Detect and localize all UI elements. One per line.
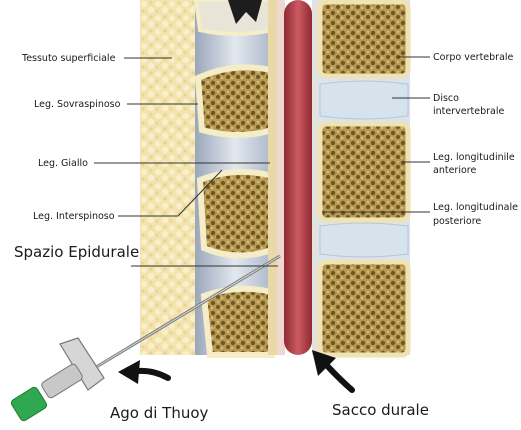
epidural-space bbox=[277, 0, 285, 355]
label-leg-long-anteriore-line1: Leg. longitudinile bbox=[433, 152, 515, 163]
label-ago-di-thuoy: Ago di Thuoy bbox=[110, 404, 209, 422]
dural-sac bbox=[284, 0, 312, 355]
label-leg-long-anteriore-line2: anteriore bbox=[433, 165, 476, 176]
label-leg-giallo: Leg. Giallo bbox=[38, 158, 88, 169]
label-disco-line1: Disco bbox=[433, 93, 459, 104]
label-leg-long-posteriore-line1: Leg. longitudinale bbox=[433, 202, 518, 213]
label-sacco-durale: Sacco durale bbox=[332, 401, 429, 419]
label-corpo-vertebrale: Corpo vertebrale bbox=[433, 52, 514, 63]
vertebral-column bbox=[318, 0, 410, 355]
label-tessuto-superficiale: Tessuto superficiale bbox=[21, 53, 116, 64]
label-leg-interspinoso: Leg. Interspinoso bbox=[33, 211, 115, 222]
label-leg-sovraspinoso: Leg. Sovraspinoso bbox=[34, 99, 121, 110]
arrow-to-needle-icon bbox=[118, 360, 168, 384]
superficial-tissue bbox=[140, 0, 195, 355]
label-leg-long-posteriore-line2: posteriore bbox=[433, 216, 481, 227]
label-spazio-epidurale: Spazio Epidurale bbox=[14, 243, 139, 261]
label-disco-line2: intervertebrale bbox=[433, 106, 504, 117]
